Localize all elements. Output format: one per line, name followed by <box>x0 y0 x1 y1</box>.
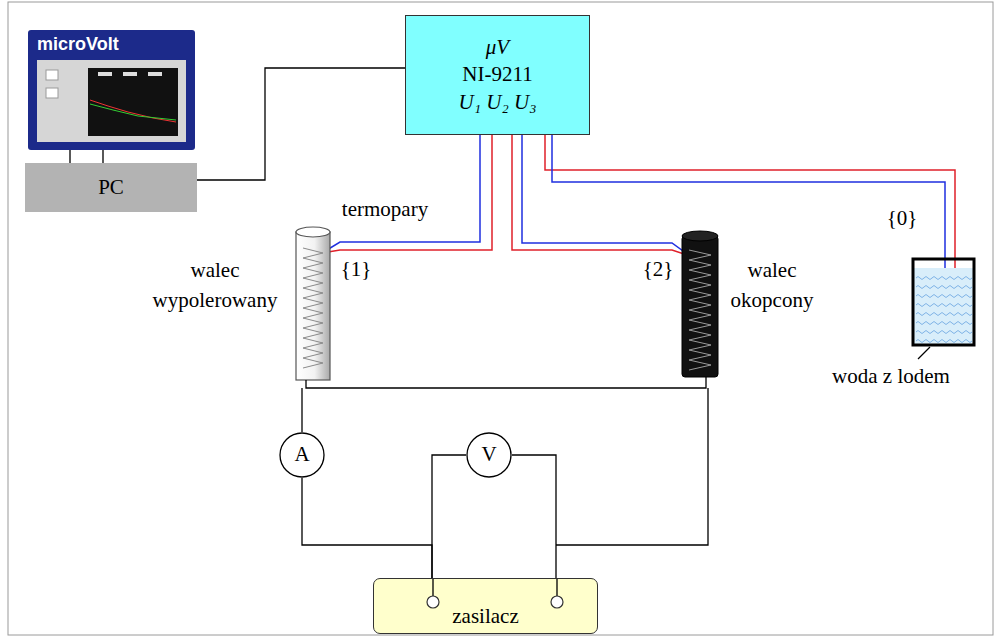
wire-connector <box>512 455 556 578</box>
node-text: microVolt <box>37 34 119 56</box>
beaker-label: woda z lodem <box>796 361 986 391</box>
leader-line <box>918 347 930 359</box>
ice-water-beaker <box>913 259 974 345</box>
cylinder-label: walec okopcony <box>722 255 822 316</box>
node-text: zasilacz <box>452 604 518 629</box>
ammeter-circle: A <box>279 432 325 478</box>
wire <box>556 388 708 545</box>
wire-connector <box>302 478 432 578</box>
thermocouple-wire <box>522 135 690 256</box>
sooted-cylinder <box>682 231 718 377</box>
thermocouple-label: termopary <box>330 194 440 224</box>
daq-module-box: μVNI-9211U₁ U₂ U₃ <box>405 15 590 135</box>
thermocouple-wire <box>322 135 492 253</box>
wire <box>301 388 302 432</box>
frame <box>8 2 993 635</box>
wire <box>306 377 706 388</box>
node-text: μV <box>486 34 509 61</box>
wire-connector <box>197 68 405 180</box>
voltmeter-circle: V <box>466 432 512 478</box>
thermocouple-wire <box>322 135 480 253</box>
node-text: NI-9211 <box>462 61 532 88</box>
node-text: PC <box>98 175 124 200</box>
pc-box: PC <box>25 163 197 212</box>
monitor: microVolt <box>28 30 195 150</box>
callout-number: {2} <box>640 254 676 284</box>
thermocouple-wire <box>512 135 690 256</box>
callout-number: {0} <box>882 203 922 233</box>
node-text: V <box>481 442 496 467</box>
node-text: A <box>294 442 309 467</box>
node-text: U₁ U₂ U₃ <box>459 89 537 116</box>
wire-connector <box>70 150 103 163</box>
callout-number: {1} <box>338 254 374 284</box>
wire-connector <box>432 455 466 578</box>
polished-cylinder <box>296 227 330 380</box>
cylinder-label: walec wypolerowany <box>140 255 290 316</box>
power-supply-box: zasilacz <box>373 578 598 634</box>
